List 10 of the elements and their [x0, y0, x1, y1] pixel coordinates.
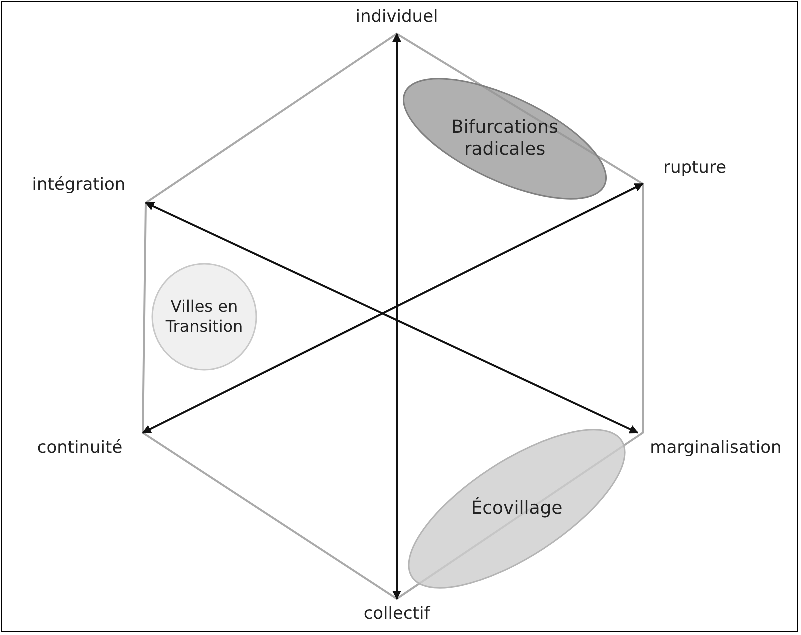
- region-label: Écovillage: [471, 498, 563, 520]
- axis-label: intégration: [32, 175, 126, 197]
- region-label: Villes en Transition: [164, 297, 244, 337]
- axis-label: individuel: [356, 7, 438, 29]
- region-label: Bifurcations radicales: [450, 116, 560, 162]
- axis-label: continuité: [37, 438, 123, 460]
- axis-label: collectif: [364, 604, 430, 626]
- axis-label: marginalisation: [650, 438, 782, 460]
- double-arrow: [392, 33, 402, 600]
- axis-label: rupture: [663, 158, 727, 180]
